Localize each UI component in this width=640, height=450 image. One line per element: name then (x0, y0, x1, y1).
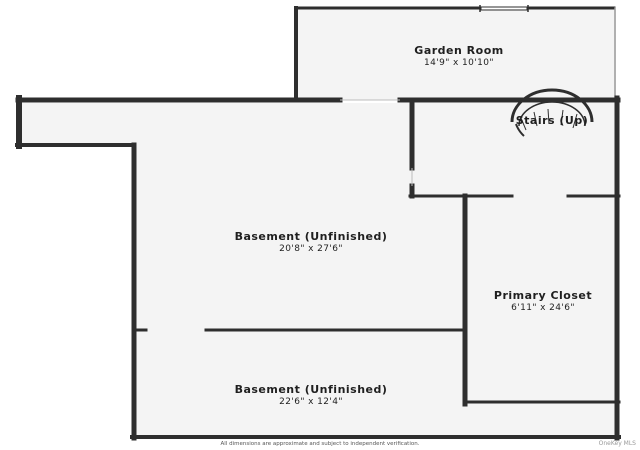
room-label-primary-closet: Primary Closet 6'11" x 24'6" (494, 289, 592, 313)
room-dimensions: 22'6" x 12'4" (279, 397, 343, 407)
room-dimensions: 6'11" x 24'6" (511, 303, 575, 313)
openings (340, 99, 413, 186)
room-name: Primary Closet (493, 289, 593, 302)
room-dimensions: 20'8" x 27'6" (279, 244, 343, 254)
mls-watermark: OneKey MLS (598, 440, 636, 447)
room-label-basement-lower: Basement (Unfinished) 22'6" x 12'4" (235, 383, 388, 407)
room-label-garden-room: Garden Room 14'9" x 10'10" (414, 44, 503, 68)
stairs-symbol (510, 88, 594, 137)
room-name: Stairs (Up) (515, 114, 589, 127)
window (479, 5, 529, 12)
floor-fill (22, 9, 616, 436)
disclaimer-text: All dimensions are approximate and subje… (220, 441, 420, 447)
room-dimensions: 14'9" x 10'10" (424, 58, 494, 68)
room-label-basement-upper: Basement (Unfinished) 20'8" x 27'6" (235, 230, 388, 254)
room-label-stairs: Stairs (Up) (516, 114, 589, 127)
room-name: Basement (Unfinished) (234, 230, 388, 243)
room-name: Basement (Unfinished) (234, 383, 388, 396)
walls (15, 6, 621, 441)
room-name: Garden Room (414, 44, 504, 57)
